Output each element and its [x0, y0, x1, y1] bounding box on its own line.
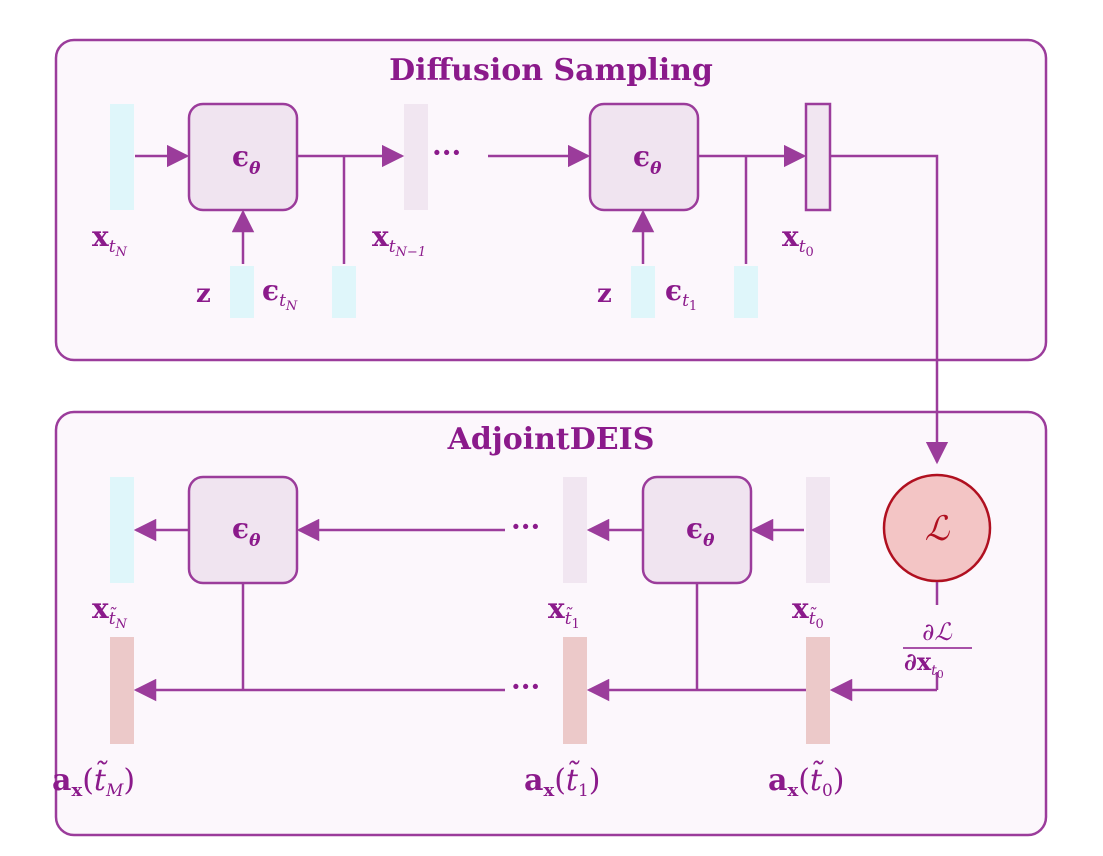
bottom-panel-title: AdjointDEIS — [447, 422, 655, 457]
top-panel — [54, 38, 1048, 362]
label-x-tN: xtN — [92, 220, 128, 260]
adjoint-bar-0 — [806, 637, 830, 744]
ellipsis-bottom-1: ··· — [511, 510, 540, 543]
label-x-t0: xt0 — [782, 220, 814, 260]
label-a-t0: ax(t̃0) — [768, 760, 845, 801]
label-z-2: z — [597, 279, 612, 309]
noise-bar-eps-2 — [734, 266, 758, 318]
ellipsis-top: ··· — [432, 136, 461, 169]
top-panel-title: Diffusion Sampling — [389, 53, 713, 88]
label-x-tN-1: xtN−1 — [372, 220, 426, 260]
partial-denominator: ∂xt0 — [904, 647, 944, 681]
ellipsis-bottom-2: ··· — [511, 670, 540, 703]
state-bar-x-tilde-t0 — [806, 477, 830, 583]
state-bar-x-tN — [110, 104, 134, 210]
noise-bar-z-2 — [631, 266, 655, 318]
state-bar-x-tilde-t1 — [563, 477, 587, 583]
loss-label: ℒ — [925, 509, 951, 549]
state-bar-x-tilde-tN — [110, 477, 134, 583]
label-x-tilde-t0: xt̃0 — [792, 592, 824, 632]
label-a-tM: ax(t̃M) — [52, 760, 135, 801]
label-eps-t1: ϵt1 — [665, 274, 697, 314]
label-a-t1: ax(t̃1) — [524, 760, 601, 801]
loss-node — [882, 473, 992, 583]
label-z-1: z — [196, 279, 211, 309]
label-x-tilde-t1: xt̃1 — [548, 592, 580, 632]
state-bar-x-t0 — [804, 102, 832, 212]
eps-theta-label-1: ϵθ — [232, 140, 261, 179]
adjoint-bar-1 — [563, 637, 587, 744]
adjoint-bar-M — [110, 637, 134, 744]
noise-bar-eps-1 — [332, 266, 356, 318]
label-eps-tN: ϵtN — [262, 274, 298, 314]
eps-theta-label-3: ϵθ — [232, 512, 261, 551]
eps-theta-label-4: ϵθ — [686, 512, 715, 551]
eps-theta-label-2: ϵθ — [633, 140, 662, 179]
bottom-panel — [54, 410, 1048, 837]
label-x-tilde-tN: xt̃N — [92, 592, 128, 632]
state-bar-x-tN-1 — [404, 104, 428, 210]
partial-numerator: ∂ℒ — [922, 618, 952, 646]
noise-bar-z-1 — [230, 266, 254, 318]
